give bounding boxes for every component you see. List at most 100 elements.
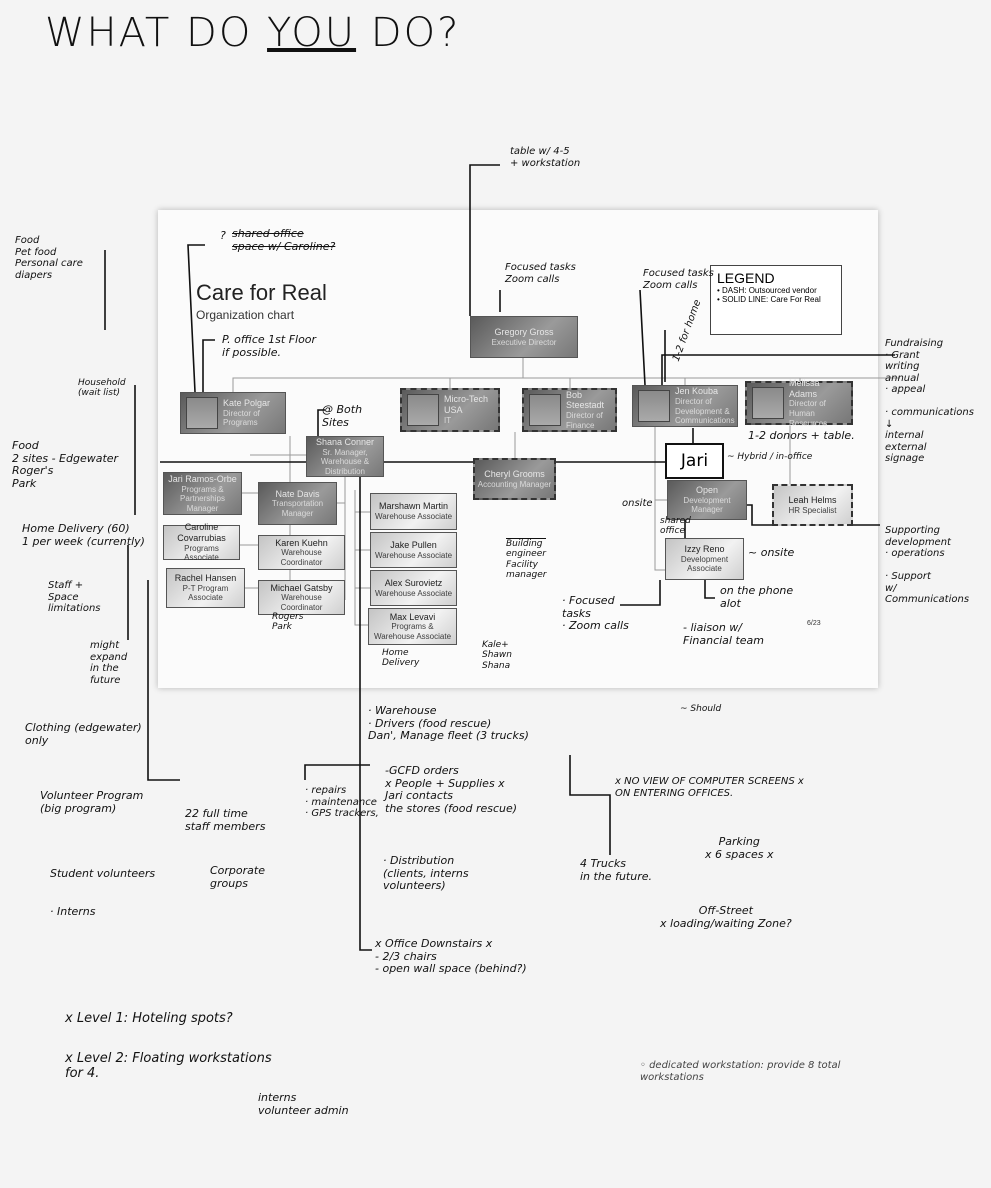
person-name: Jen Kouba [675, 386, 719, 397]
note-home-delivery: Home Delivery (60) 1 per week (currently… [22, 522, 145, 548]
person-role: Executive Director [491, 337, 557, 347]
person-name: Micro-Tech USA [444, 394, 489, 416]
handwritten-jari-box: Jari [665, 443, 724, 479]
person-name: Open [695, 485, 719, 495]
person-role: Transportation Manager [271, 499, 324, 518]
person-role: Director of Finance [566, 411, 603, 430]
person-role: Director of Programs [223, 408, 260, 428]
note-should: ~ Should [680, 704, 722, 714]
photo-placeholder [186, 397, 218, 429]
chart-subtitle: Organization chart [196, 308, 295, 322]
person-name: Caroline Covarrubias [177, 522, 226, 543]
note-shared-office: shared office space w/ Caroline? [232, 227, 336, 253]
note-home-delivery-max: Home Delivery [382, 648, 420, 669]
note-four-trucks: 4 Trucks in the future. [580, 857, 652, 883]
person-name: Jake Pullen [390, 539, 437, 550]
note-fundraising: Fundraising · Grant writing annual · app… [885, 338, 974, 464]
note-warehouse-duties: · Warehouse · Drivers (food rescue) Dan'… [368, 704, 529, 743]
photo-placeholder [752, 387, 784, 419]
person-name: Max Levavi [389, 611, 436, 622]
note-repairs: · repairs · maintenance · GPS trackers, [305, 785, 379, 819]
note-corporate-groups: Corporate groups [210, 864, 265, 890]
person-role: Development Associate [680, 554, 729, 574]
note-focused-gregory: Focused tasks Zoom calls [505, 262, 576, 285]
person-role: IT [444, 416, 452, 425]
note-kale-shawn-shana: Kale+ Shawn Shana [482, 640, 512, 671]
legend-item: • SOLID LINE: Care For Real [717, 295, 821, 304]
person-name: Izzy Reno [684, 544, 725, 554]
note-household: Household (wait list) [78, 378, 126, 399]
legend: LEGEND • DASH: Outsourced vendor • SOLID… [710, 265, 842, 335]
note-level-2: x Level 2: Floating workstations for 4. [65, 1051, 272, 1081]
person-name: Bob Steestadt [566, 389, 605, 411]
note-food-items: Food Pet food Personal care diapers [15, 235, 83, 281]
person-name: Melissa Adams [789, 377, 820, 399]
person-name: Cheryl Grooms [484, 468, 545, 479]
legend-item-text: DASH: Outsourced vendor [722, 286, 817, 295]
person-name: Karen Kuehn [275, 537, 328, 548]
person-role: Sr. Manager, Warehouse & Distribution [320, 447, 370, 476]
note-no-view-screens: x NO VIEW OF COMPUTER SCREENS x ON ENTER… [615, 776, 804, 799]
note-full-time-staff: 22 full time staff members [185, 807, 266, 833]
note-supporting: Supporting development · operations · Su… [885, 525, 970, 605]
person-role: Development Manager [683, 495, 731, 515]
note-level-1: x Level 1: Hoteling spots? [65, 1011, 233, 1026]
person-role: Accounting Manager [477, 479, 552, 489]
note-dedicated-workstations: ◦ dedicated workstation: provide 8 total… [640, 1060, 841, 1083]
legend-item-text: SOLID LINE: Care For Real [722, 295, 821, 304]
note-focused-izzy: · Focused tasks · Zoom calls [562, 594, 629, 633]
person-name: Rachel Hansen [174, 573, 237, 583]
person-name: Michael Gatsby [270, 582, 333, 593]
person-role: Warehouse Associate [374, 588, 453, 598]
photo-placeholder [407, 394, 439, 426]
page-number: 6/23 [807, 620, 821, 627]
person-name: Kate Polgar [223, 398, 271, 408]
note-distribution: · Distribution (clients, interns volunte… [383, 854, 469, 893]
note-office-downstairs: x Office Downstairs x - 2/3 chairs - ope… [375, 937, 527, 976]
person-role: Programs & Partnerships Manager [180, 484, 225, 513]
note-both-sites: @ Both Sites [322, 403, 363, 429]
note-staff-space: Staff + Space limitations [48, 580, 101, 614]
note-donors: 1-2 donors + table. [748, 429, 855, 442]
note-interns: · Interns [50, 905, 96, 918]
note-onsite-izzy: ~ onsite [748, 546, 795, 559]
person-role: Warehouse Associate [374, 550, 453, 560]
person-role: Director of Development & Communications [675, 397, 735, 426]
person-name: Leah Helms [788, 494, 837, 505]
note-might-expand: might expand in the future [90, 640, 128, 686]
note-focused-jen: Focused tasks Zoom calls [643, 268, 714, 291]
note-table: table w/ 4-5 + workstation [510, 146, 581, 169]
heading-emphasis: YOU [267, 10, 357, 56]
person-role: Warehouse Coordinator [280, 548, 323, 567]
person-role: Programs & Warehouse Associate [373, 622, 452, 641]
note-food-sites: Food 2 sites - Edgewater Roger's Park [12, 439, 119, 490]
note-gcfd-orders: -GCFD orders x People + Supplies x Jari … [385, 764, 518, 815]
person-role: Programs Associate [184, 543, 219, 563]
photo-placeholder [529, 394, 561, 426]
person-role: Warehouse Associate [374, 512, 453, 522]
note-on-the-phone: on the phone alot [720, 584, 794, 610]
note-shared-question-mark: ? [220, 229, 226, 242]
note-shared-office-dev: shared office [660, 516, 691, 537]
note-rogers-park: Rogers Park [272, 612, 304, 633]
person-name: Jari Ramos-Orbe [168, 473, 237, 484]
person-name: Marshawn Martin [378, 501, 449, 512]
person-name: Nate Davis [275, 488, 320, 499]
heading-text: WHAT DO [45, 10, 268, 56]
person-name: Alex Surovietz [384, 577, 443, 588]
note-parking: Parking x 6 spaces x [705, 835, 774, 861]
